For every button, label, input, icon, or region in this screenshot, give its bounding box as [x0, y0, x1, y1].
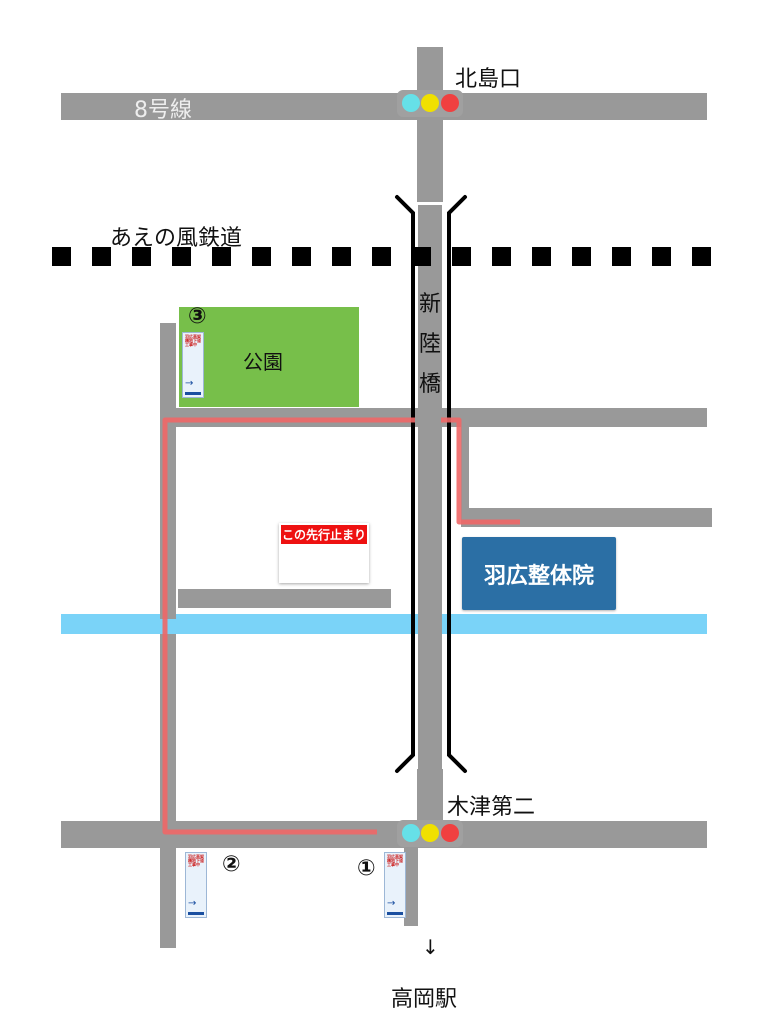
railway-tie: [252, 247, 271, 266]
clinic-label: 羽広整体院: [483, 563, 594, 589]
clinic-building: 羽広整体院: [462, 537, 616, 610]
north-road: [417, 47, 443, 202]
railway-tie: [572, 247, 591, 266]
traffic-signal-icon: [397, 90, 463, 117]
route8-road: [61, 93, 707, 120]
river: [61, 614, 707, 634]
railway-tie: [132, 247, 151, 266]
railway-tie: [52, 247, 71, 266]
railway-line: [52, 247, 711, 266]
east-vertical-road: [461, 420, 469, 522]
south-station-road: [404, 846, 418, 926]
detour-sign-text: 羽広高架橋地下道工事中: [387, 854, 403, 868]
bridge-outline: [395, 195, 467, 773]
railway-tie: [412, 247, 431, 266]
railway-tie: [612, 247, 631, 266]
bridge-road: [418, 205, 442, 770]
south-road: [61, 821, 707, 848]
railway-tie: [212, 247, 231, 266]
detour-route-line-east: [441, 417, 520, 525]
right-arrow-icon: →: [185, 378, 194, 389]
railway-tie: [532, 247, 551, 266]
middle-road: [178, 589, 391, 608]
railway-tie: [692, 247, 711, 266]
railway-label: あえの風鉄道: [110, 226, 243, 251]
park-area: [179, 307, 359, 407]
railway-tie: [172, 247, 191, 266]
marker-2: ②: [222, 852, 241, 877]
detour-sign-text: 羽広高架橋地下道工事中: [185, 334, 201, 348]
railway-tie: [92, 247, 111, 266]
sign-footer: [188, 912, 204, 915]
right-arrow-icon: →: [188, 898, 197, 909]
west-vertical-road-lower: [160, 634, 176, 948]
bridge-label-2: 陸: [418, 332, 441, 357]
stop-sign-title: この先行止まり: [281, 525, 367, 544]
route8-label: 8号線: [134, 98, 192, 123]
railway-tie: [332, 247, 351, 266]
traffic-signal-icon: [397, 820, 463, 847]
railway-tie: [372, 247, 391, 266]
railway-tie: [452, 247, 471, 266]
marker-3: ③: [188, 304, 207, 329]
station-label: 高岡駅: [391, 987, 458, 1012]
sign-footer: [185, 392, 201, 395]
marker-1: ①: [357, 856, 376, 881]
railway-tie: [652, 247, 671, 266]
detour-sign-text: 羽広高架橋地下道工事中: [188, 854, 204, 868]
south-intersection-label: 木津第二: [447, 795, 536, 820]
west-vertical-road: [160, 323, 176, 619]
stop-sign: この先行止まり: [279, 523, 369, 583]
down-arrow-icon: ↓: [422, 935, 439, 959]
bridge-label-3: 橋: [418, 372, 441, 397]
detour-route-line: [162, 417, 415, 835]
railway-tie: [492, 247, 511, 266]
detour-sign-2: 羽広高架橋地下道工事中 →: [185, 852, 207, 918]
south-intersection-stub: [417, 769, 443, 829]
sign-footer: [387, 912, 403, 915]
detour-sign-1: 羽広高架橋地下道工事中 →: [384, 852, 406, 918]
bridge-label-1: 新: [418, 292, 441, 317]
detour-sign-3: 羽広高架橋地下道工事中 →: [182, 332, 204, 398]
park-label: 公園: [243, 350, 283, 374]
right-arrow-icon: →: [387, 898, 396, 909]
railway-tie: [292, 247, 311, 266]
east-side-road: [461, 508, 712, 527]
north-intersection-label: 北島口: [455, 67, 522, 92]
